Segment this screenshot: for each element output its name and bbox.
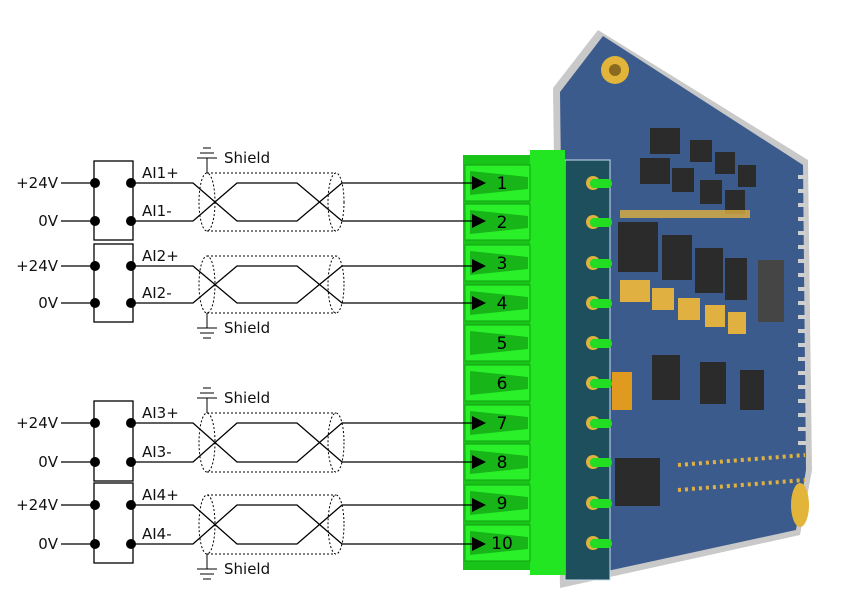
cable-shield-end: [198, 172, 216, 232]
terminal-pin-label: 8: [497, 453, 508, 473]
header-pin: [590, 499, 612, 508]
cable-shield-end: [327, 494, 345, 555]
header-pin: [590, 419, 612, 428]
terminal-screw-channel: [470, 491, 528, 515]
signal-minus-label: AI2-: [142, 284, 172, 302]
shield-label: Shield: [224, 389, 270, 407]
smd-components: [612, 210, 750, 410]
supply-zero-label: 0V: [38, 453, 59, 471]
signal-minus-label: AI4-: [142, 525, 172, 543]
header-pin: [590, 539, 612, 548]
arrow-head: [472, 416, 486, 430]
supply-zero-label: 0V: [38, 294, 59, 312]
header-pin: [590, 458, 612, 467]
terminal-screw-channel: [470, 450, 528, 474]
arrow-head: [472, 455, 486, 469]
terminal-dot: [90, 500, 100, 510]
cable-shield-end: [198, 255, 216, 314]
terminal-pin-label: 4: [497, 294, 508, 314]
supply-plus-label: +24V: [16, 174, 59, 192]
terminal-pin-label: 5: [497, 334, 508, 354]
terminal-screw-channel: [470, 171, 528, 195]
arrow-head: [472, 537, 486, 551]
terminal-pin-label: 3: [497, 254, 508, 274]
terminal-screw-channel: [470, 531, 528, 555]
shield-label: Shield: [224, 560, 270, 578]
signal-wire-minus: [131, 504, 472, 545]
terminal-dot: [90, 418, 100, 428]
arrow-head: [472, 296, 486, 310]
header-pin: [590, 179, 612, 188]
cable-shield-end: [327, 172, 345, 232]
header-pin: [590, 379, 612, 388]
terminal-dot: [90, 261, 100, 271]
terminal-block: 1 2 3 4 5 6 7 8 9 10: [463, 150, 565, 575]
signal-minus-label: AI3-: [142, 443, 172, 461]
signal-plus-label: AI1+: [142, 164, 179, 182]
terminal-screw-channel: [470, 210, 528, 234]
signal-wire-minus: [131, 265, 472, 304]
signal-wire-plus: [131, 182, 472, 222]
header-pin: [590, 218, 612, 227]
input-channel-1: +24V 0V AI1+ AI1- Shield: [16, 147, 486, 241]
cable-shield-end: [327, 255, 345, 314]
terminal-dot: [90, 178, 100, 188]
shield-label: Shield: [224, 149, 270, 167]
terminal-dot: [90, 539, 100, 549]
terminal-screw-channel: [470, 371, 528, 395]
supply-plus-label: +24V: [16, 257, 59, 275]
signal-plus-label: AI3+: [142, 404, 179, 422]
sensor-box: [93, 243, 134, 323]
terminal-screw-channel: [470, 291, 528, 315]
terminal-dot: [90, 457, 100, 467]
signal-wire-plus: [131, 504, 472, 545]
terminal-pin-label: 10: [491, 534, 513, 554]
signal-wire-minus: [131, 182, 472, 222]
signal-wire-plus: [131, 265, 472, 304]
supply-zero-label: 0V: [38, 535, 59, 553]
terminal-dot: [90, 216, 100, 226]
terminal-pin-label: 7: [497, 414, 508, 434]
terminal-screw-channel: [470, 251, 528, 275]
signal-minus-label: AI1-: [142, 202, 172, 220]
terminal-pin-label: 1: [497, 174, 508, 194]
header-pin: [590, 259, 612, 268]
cable-shield-end: [198, 494, 216, 555]
sensor-box: [93, 482, 134, 564]
terminal-pin-label: 2: [497, 213, 508, 233]
signal-plus-label: AI4+: [142, 486, 179, 504]
terminal-pin-label: 9: [497, 494, 508, 514]
sensor-box: [93, 400, 134, 482]
arrow-head: [472, 259, 486, 273]
input-channel-3: +24V 0V AI3+ AI3- Shield: [16, 387, 486, 482]
cable-shield-end: [327, 412, 345, 473]
input-channel-4: +24V 0V AI4+ AI4- Shield: [16, 482, 486, 580]
shield-label: Shield: [224, 319, 270, 337]
signal-wire-plus: [131, 422, 472, 463]
terminal-pin-label: 6: [497, 374, 508, 394]
ic-chips: [615, 128, 784, 506]
terminal-screw-channel: [470, 411, 528, 435]
cable-shield-end: [198, 412, 216, 473]
header-pin: [590, 299, 612, 308]
terminal-dot: [90, 298, 100, 308]
signal-wire-minus: [131, 422, 472, 463]
arrow-head: [472, 176, 486, 190]
supply-plus-label: +24V: [16, 496, 59, 514]
pin-header: [564, 159, 611, 581]
mounting-hole-bottom: [791, 483, 809, 527]
pcb-board: [553, 30, 812, 588]
input-channel-2: +24V 0V AI2+ AI2- Shield: [16, 243, 486, 339]
arrow-head: [472, 214, 486, 228]
arrow-head: [472, 498, 486, 512]
header-pin: [590, 339, 612, 348]
supply-plus-label: +24V: [16, 414, 59, 432]
terminal-screw-channel: [470, 331, 528, 355]
signal-plus-label: AI2+: [142, 247, 179, 265]
pin-rows: [677, 175, 806, 492]
supply-zero-label: 0V: [38, 212, 59, 230]
sensor-box: [93, 160, 134, 241]
